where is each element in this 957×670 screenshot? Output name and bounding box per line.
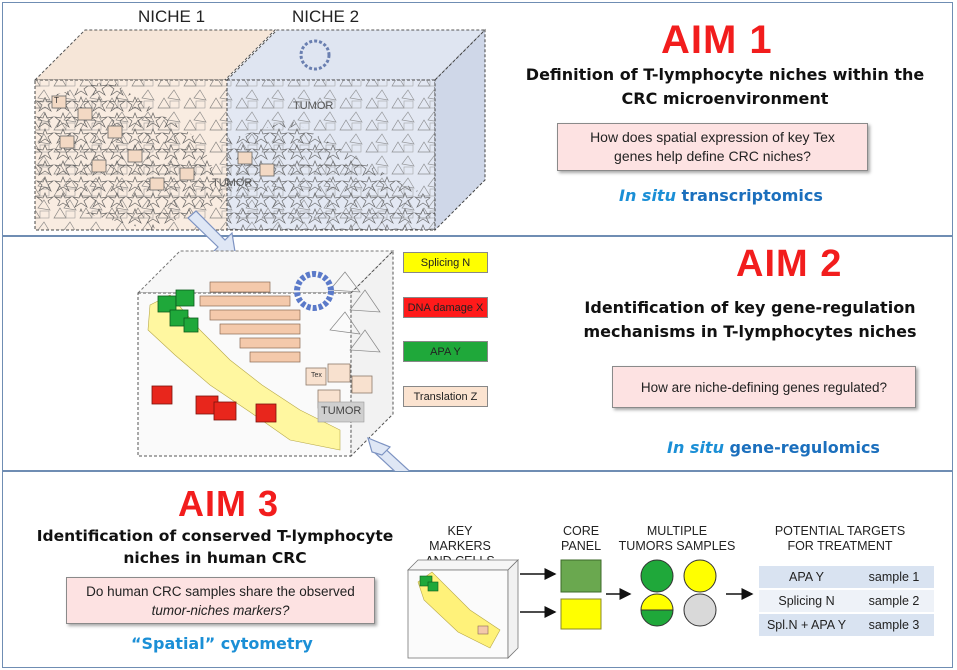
niche-block-illustration	[33, 28, 487, 232]
step-core-line2: PANEL	[560, 539, 602, 553]
aim1-method-rest: transcriptomics	[675, 186, 823, 205]
aim1-question-box: How does spatial expression of key Tex g…	[557, 123, 868, 171]
table-row: Spl.N + APA Y sample 3	[759, 614, 934, 636]
target-cell: APA Y	[759, 566, 854, 588]
core-panel-green	[560, 559, 602, 593]
aim2-subtitle: Identification of key gene-regulation me…	[555, 296, 945, 344]
core-panel-yellow	[560, 598, 602, 630]
aim1-subtitle-line2: CRC microenvironment	[621, 89, 829, 108]
legend-splicing: Splicing N	[403, 252, 488, 273]
target-cell: Spl.N + APA Y	[759, 614, 854, 636]
regulomics-block	[136, 249, 395, 458]
aim2-method-rest: gene-regulomics	[723, 438, 880, 457]
niche2-label: NICHE 2	[292, 7, 360, 26]
aim3-subtitle: Identification of conserved T-lymphocyte…	[20, 525, 410, 569]
arrow-aim1-to-aim2	[187, 210, 237, 259]
legend-dna-damage: DNA damage X	[403, 297, 488, 318]
aim1-question-line2: genes help define CRC niches?	[614, 148, 811, 164]
niche2-block	[225, 28, 487, 232]
aim2-subtitle-line1: Identification of key gene-regulation	[584, 298, 916, 317]
step-targets-line1: POTENTIAL TARGETS	[774, 524, 906, 538]
markers-cube	[407, 559, 519, 659]
tumor-sample-1	[640, 559, 674, 593]
aim2-method: In situ gene-regulomics	[667, 438, 880, 457]
aim2-question-box: How are niche-defining genes regulated?	[612, 366, 916, 408]
aim1-question-line1: How does spatial expression of key Tex	[590, 129, 835, 145]
aim1-method: In situ transcriptomics	[619, 186, 823, 205]
aim3-subtitle-line1: Identification of conserved T-lymphocyte	[36, 527, 394, 545]
step-targets-label: POTENTIAL TARGETS FOR TREATMENT	[770, 524, 910, 554]
aim3-subtitle-line2: niches in human CRC	[123, 549, 307, 567]
aim3-title: AIM 3	[178, 483, 280, 524]
aim1-method-italic: In situ	[619, 186, 676, 205]
aim3-question-line2: tumor-niches markers?	[151, 602, 290, 618]
aim3-question-line1: Do human CRC samples share the observed	[86, 583, 355, 599]
aim2-subtitle-line2: mechanisms in T-lymphocytes niches	[583, 322, 917, 341]
legend-translation: Translation Z	[403, 386, 488, 407]
aim2-method-italic: In situ	[667, 438, 724, 457]
aim2-tumor-label: TUMOR	[321, 405, 362, 417]
sample-cell: sample 2	[854, 590, 934, 612]
step-tumors-line2: TUMORS SAMPLES	[618, 539, 736, 553]
tcell-letter: T	[54, 96, 59, 105]
table-row: Splicing N sample 2	[759, 590, 934, 612]
sample-cell: sample 3	[854, 614, 934, 636]
step-core-line1: CORE	[562, 524, 600, 538]
step-tumors-line1: MULTIPLE	[646, 524, 708, 538]
tex-label: Tex	[311, 372, 322, 379]
table-row: APA Y sample 1	[759, 566, 934, 588]
aim1-subtitle-line1: Definition of T-lymphocyte niches within…	[525, 65, 925, 84]
aim1-title: AIM 1	[661, 18, 773, 62]
aim3-question-box: Do human CRC samples share the observed …	[66, 577, 375, 624]
legend-apa: APA Y	[403, 341, 488, 362]
tumor-sample-4	[683, 593, 717, 627]
niche1-label: NICHE 1	[138, 7, 206, 26]
step-targets-line2: FOR TREATMENT	[787, 539, 893, 553]
aim2-title: AIM 2	[736, 243, 843, 285]
aim3-method: “Spatial” cytometry	[131, 634, 313, 653]
aim1-subtitle: Definition of T-lymphocyte niches within…	[515, 63, 935, 111]
step-core-label: CORE PANEL	[551, 524, 611, 554]
tumor-label-niche1: TUMOR	[212, 177, 253, 189]
tumor-sample-3	[640, 593, 674, 627]
target-cell: Splicing N	[759, 590, 854, 612]
tumor-label-niche2: TUMOR	[293, 100, 334, 112]
targets-table: APA Y sample 1 Splicing N sample 2 Spl.N…	[759, 564, 934, 638]
step-tumors-label: MULTIPLE TUMORS SAMPLES	[612, 524, 742, 554]
step-markers-line1: KEY MARKERS	[429, 524, 491, 553]
sample-cell: sample 1	[854, 566, 934, 588]
tumor-sample-2	[683, 559, 717, 593]
